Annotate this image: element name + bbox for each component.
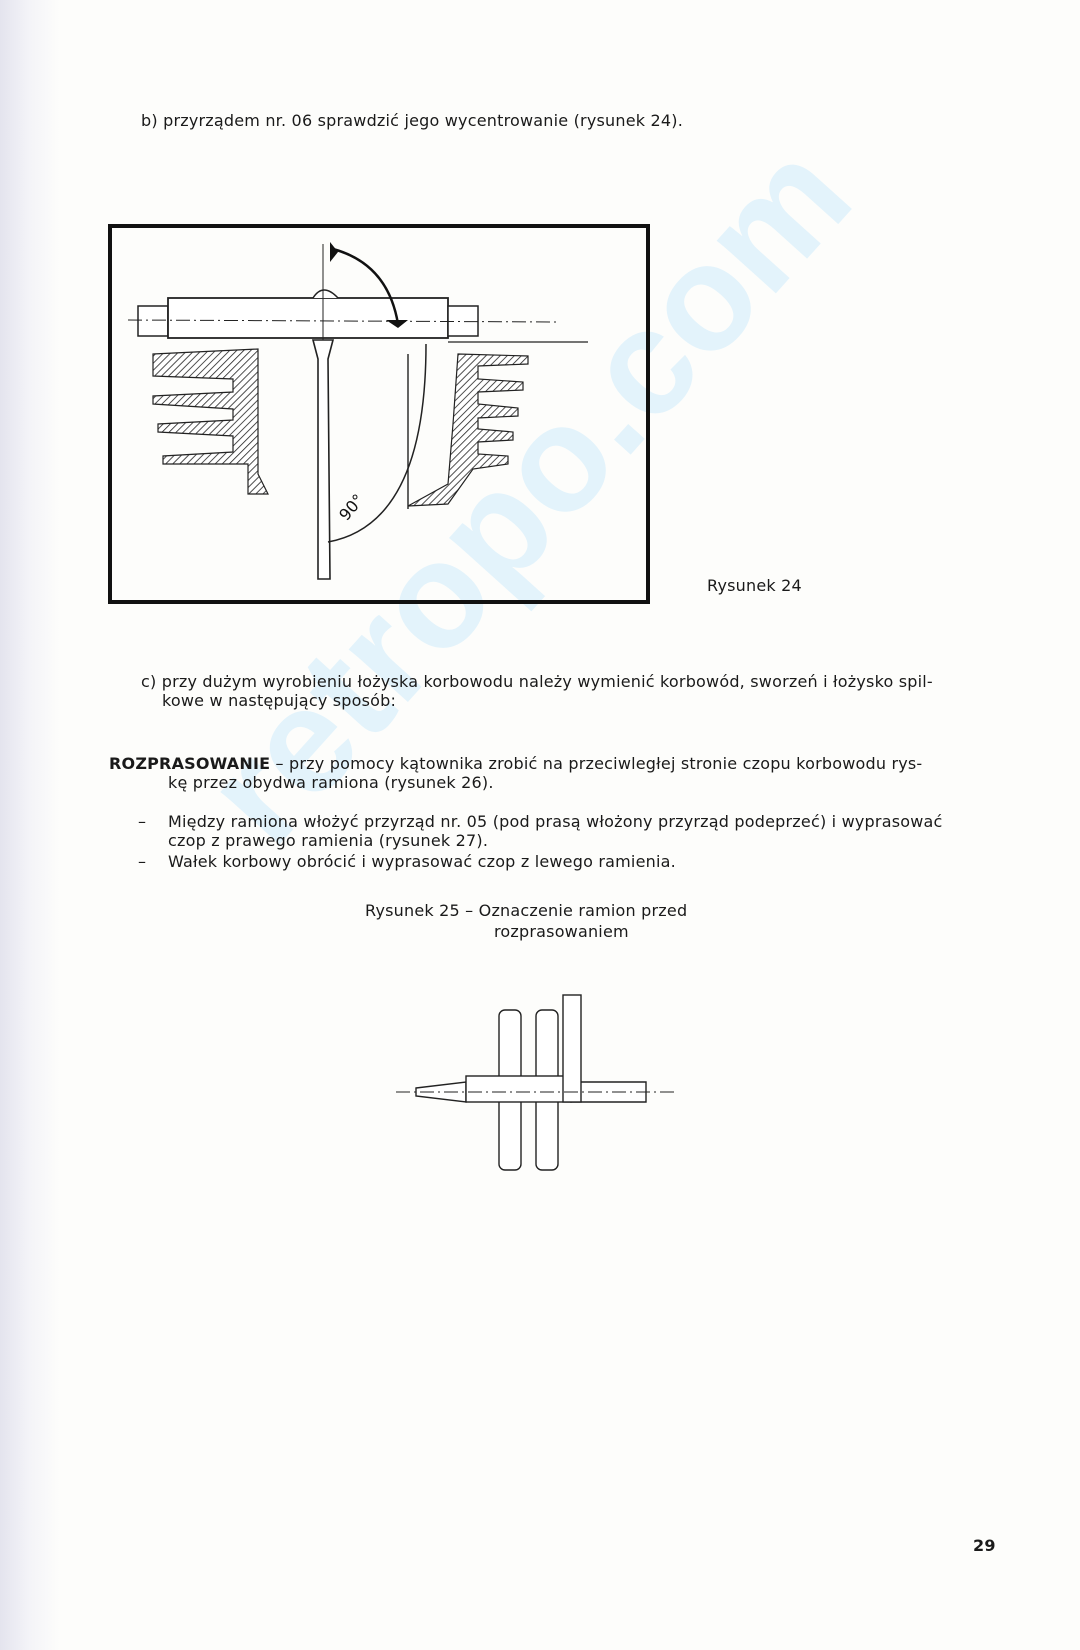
paragraph-b: b) przyrządem nr. 06 sprawdzić jego wyce… <box>141 111 683 130</box>
figure-frame <box>108 224 650 604</box>
figure-24-drawing: 90° <box>108 224 650 604</box>
angle-label: 90° <box>335 490 368 524</box>
bullet-1-line2: czop z prawego ramienia (rysunek 27). <box>168 831 489 850</box>
left-cylinder-fins <box>152 348 269 495</box>
section-heading: ROZPRASOWANIE <box>109 754 271 773</box>
bullet-1-line1: Między ramiona włożyć przyrząd nr. 05 (p… <box>168 812 943 831</box>
figure-25-caption-line1: Rysunek 25 – Oznaczenie ramion przed <box>365 901 688 920</box>
rotation-arrow <box>332 247 400 325</box>
right-cylinder-fins <box>407 353 529 507</box>
angle-arc <box>327 343 427 543</box>
figure-25-caption-line2: rozprasowaniem <box>494 922 629 941</box>
bullet-2-line1: Wałek korbowy obrócić i wyprasować czop … <box>168 852 676 871</box>
shaft <box>167 297 449 339</box>
scan-edge-shadow <box>0 0 60 1650</box>
figure-25-drawing <box>396 994 676 1171</box>
figure-24-caption: Rysunek 24 <box>707 576 802 595</box>
section-line2: kę przez obydwa ramiona (rysunek 26). <box>168 773 494 792</box>
square-tool <box>562 994 582 1103</box>
section-line1: ROZPRASOWANIE – przy pomocy kątownika zr… <box>109 754 923 773</box>
bullet-dash: – <box>138 852 147 871</box>
page-number: 29 <box>973 1536 996 1555</box>
gauge-rod <box>311 339 335 580</box>
bullet-dash: – <box>138 812 147 831</box>
paragraph-c-line2: kowe w następujący sposób: <box>162 691 397 710</box>
paragraph-c-line1: c) przy dużym wyrobieniu łożyska korbowo… <box>141 672 933 691</box>
